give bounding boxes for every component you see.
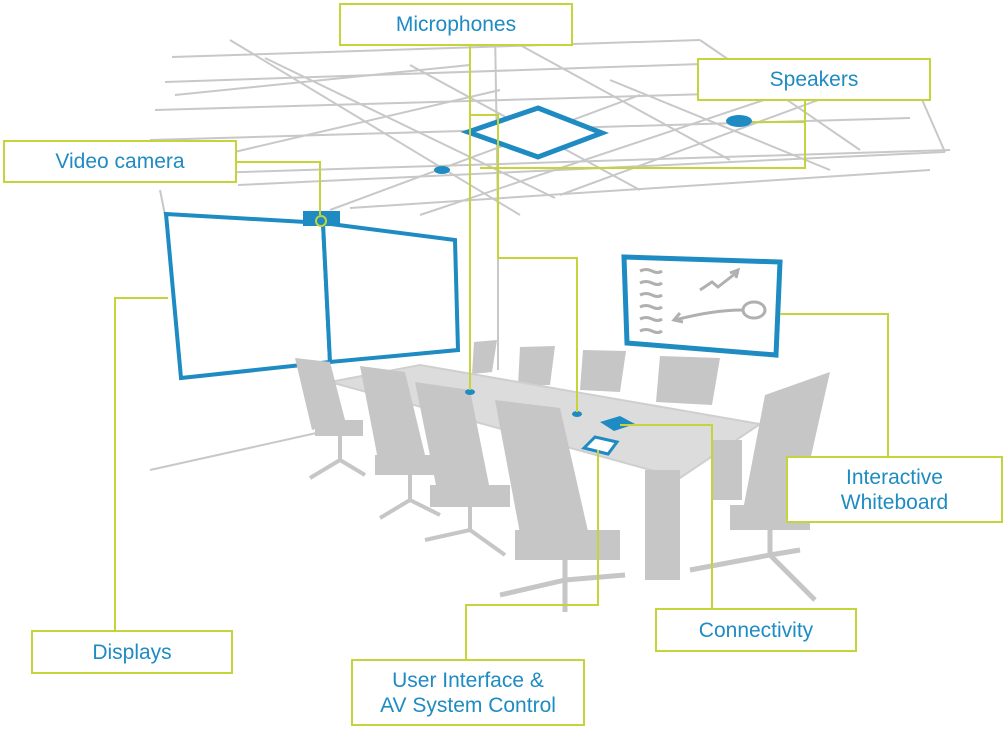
table-legs (645, 440, 742, 580)
video-camera-label: Video camera (3, 140, 237, 183)
touch-panel-icon (581, 435, 620, 456)
table-microphone-icon (465, 389, 475, 395)
callout-lines (114, 45, 889, 659)
interactive-whiteboard-label: Interactive Whiteboard (786, 456, 1003, 523)
displays-label: Displays (31, 630, 233, 674)
displays-icon (163, 211, 461, 381)
whiteboard-icon (621, 254, 783, 358)
speaker-icon (726, 115, 752, 127)
microphones-label: Microphones (339, 3, 573, 46)
connectivity-box-icon (600, 416, 635, 431)
chair-icon (472, 340, 720, 405)
user-interface-label: User Interface & AV System Control (351, 659, 585, 726)
table-microphone-icon (572, 411, 582, 417)
ceiling-microphone-icon (460, 105, 609, 160)
ceiling-mic-small-icon (434, 166, 450, 174)
camera-icon (303, 211, 340, 227)
speakers-label: Speakers (697, 58, 931, 101)
wall-floor-lines (149, 189, 331, 471)
chair-icon (295, 358, 626, 612)
connectivity-label: Connectivity (655, 608, 857, 652)
